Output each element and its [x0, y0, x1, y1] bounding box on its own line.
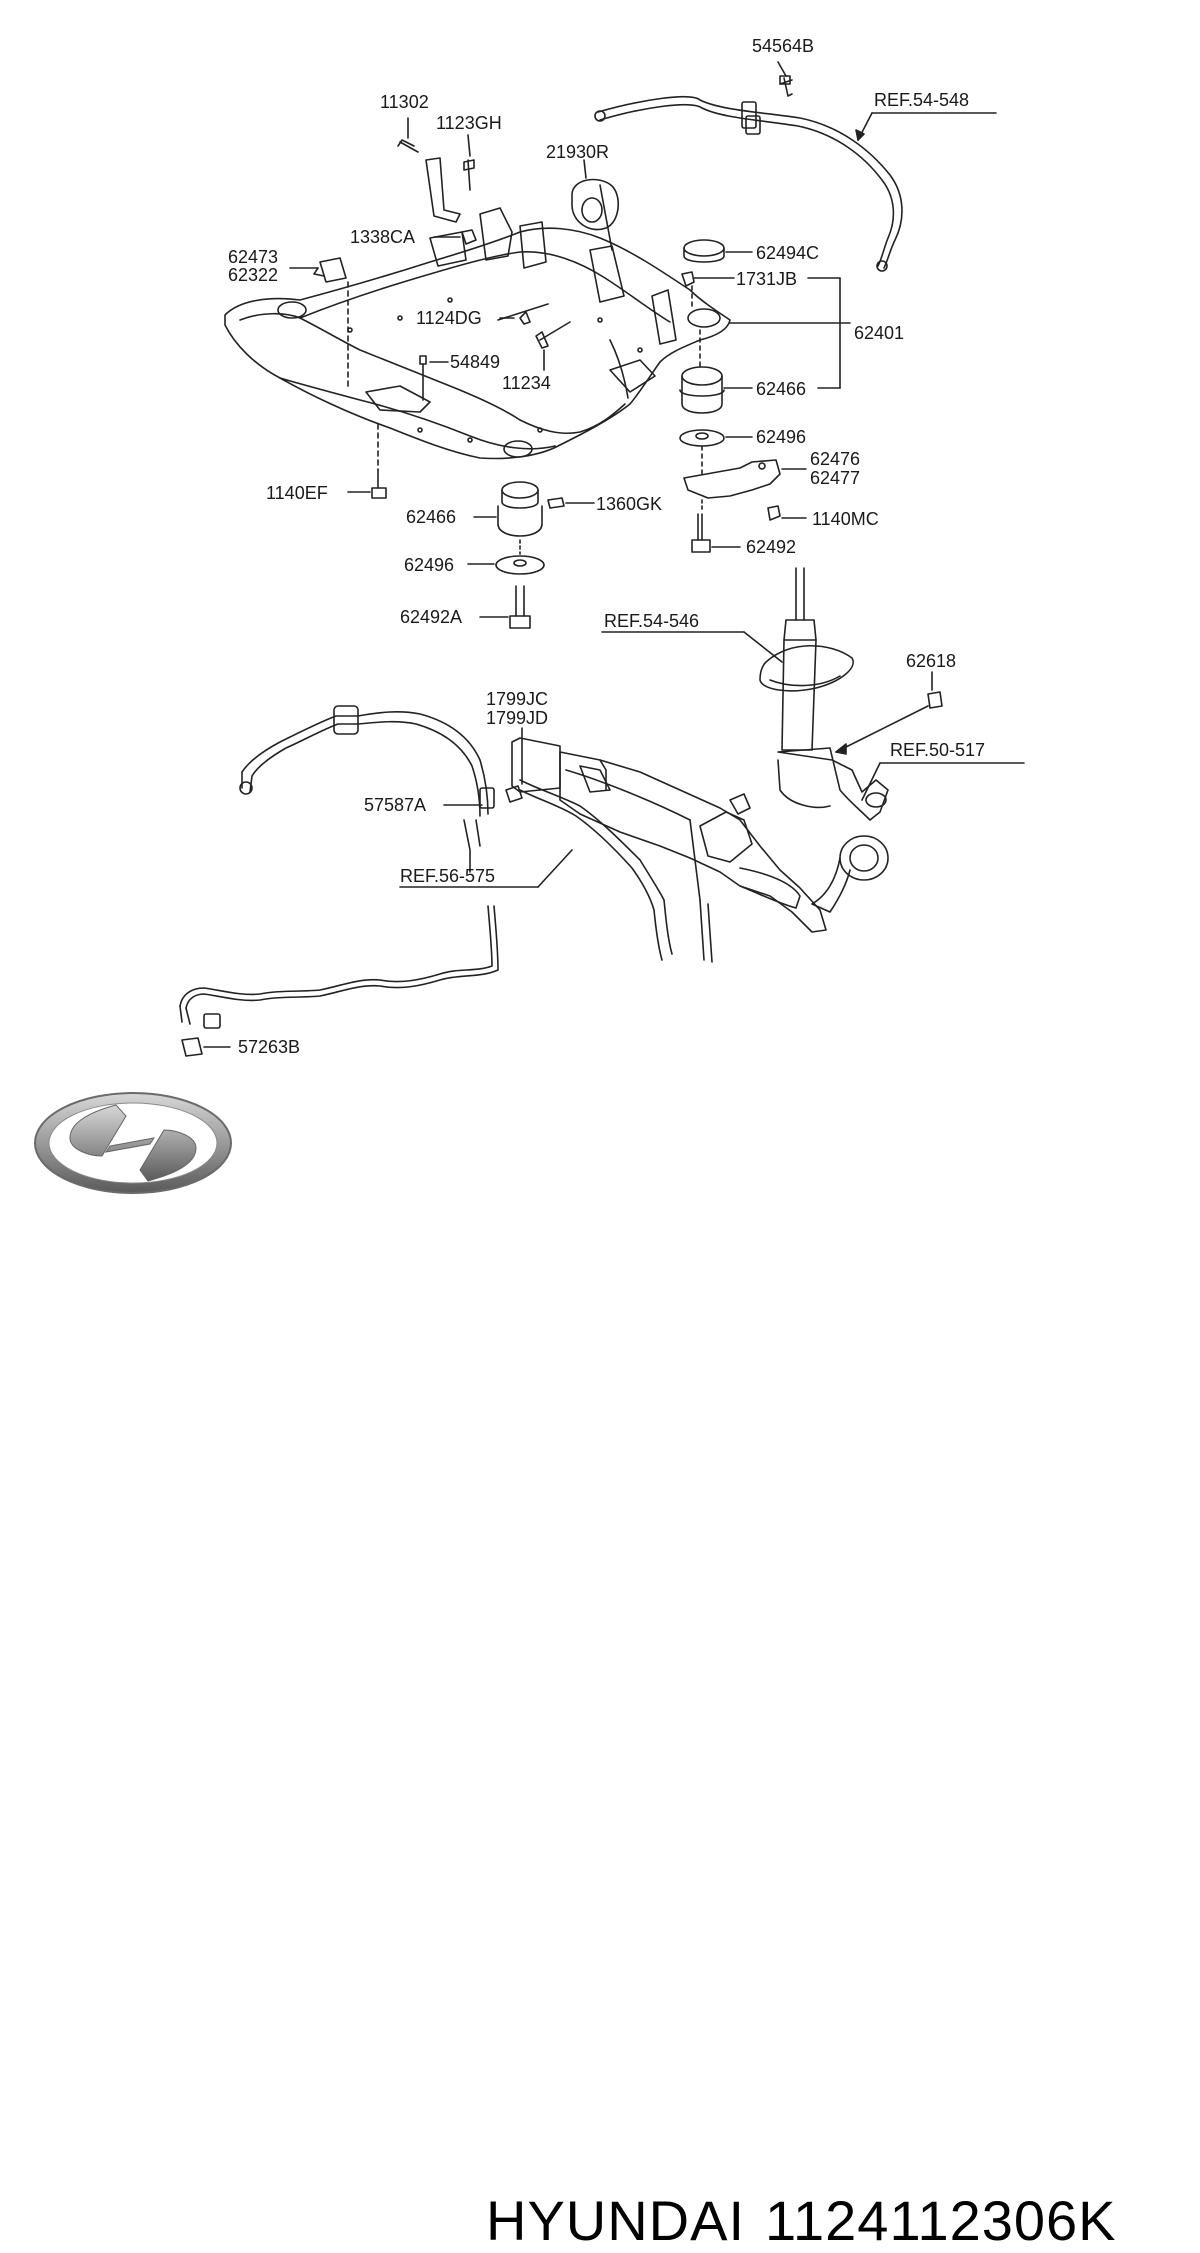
bolt-54564B [779, 75, 793, 97]
washer-62496-lower [495, 555, 545, 575]
label-54849: 54849 [450, 352, 500, 372]
label-62496-upper: 62496 [756, 427, 806, 447]
footer: HYUNDAI 1124112306K [0, 1080, 1200, 2252]
nut-1360GK [547, 497, 565, 509]
bolt-1124DG [497, 303, 549, 325]
washer-62496-upper [679, 429, 725, 447]
label-57587A: 57587A [364, 795, 426, 815]
bolt-1140MC [767, 505, 781, 521]
brand-name: HYUNDAI [486, 2189, 746, 2252]
label-1124DG: 1124DG [416, 308, 482, 328]
hydraulic-lines [519, 779, 713, 963]
diagram-svg: 54564B REF.54-548 11302 1123GH 21930R 13… [179, 36, 1025, 1057]
bushing-62466-upper [679, 366, 725, 414]
label-11302: 11302 [380, 92, 429, 112]
label-ref-54-546: REF.54-546 [604, 611, 699, 631]
bolt-62492A [509, 585, 531, 629]
label-1799JD: 1799JD [486, 708, 548, 728]
bushing-21930R [571, 178, 619, 251]
label-54564B: 54564B [752, 36, 814, 56]
label-1731JB: 1731JB [736, 269, 797, 289]
label-62492: 62492 [746, 537, 796, 557]
bolt-62492 [691, 513, 711, 553]
nut-62618 [927, 691, 943, 709]
bolt-11234 [535, 321, 571, 349]
part-number: 1124112306K [765, 2189, 1117, 2252]
label-62401: 62401 [854, 323, 904, 343]
label-62473: 62473 [228, 247, 278, 267]
pressure-hose [239, 705, 495, 873]
part-labels: 54564B REF.54-548 11302 1123GH 21930R 13… [228, 36, 985, 1057]
bolt-1731JB [681, 271, 695, 287]
label-11234: 11234 [502, 373, 551, 393]
bushing-62466-lower [497, 481, 543, 537]
label-21930R: 21930R [546, 142, 609, 162]
label-62466-lower: 62466 [406, 507, 456, 527]
nut-1338CA [461, 229, 477, 245]
label-62618: 62618 [906, 651, 956, 671]
knuckle [777, 747, 889, 913]
label-1140EF: 1140EF [266, 483, 328, 503]
label-62496-lower: 62496 [404, 555, 454, 575]
stopper-62473 [313, 257, 347, 283]
bolt-1140EF [371, 423, 387, 499]
subframe [224, 207, 731, 460]
clamp-57263B [181, 1037, 203, 1057]
bracket-11302 [397, 139, 475, 223]
part-title: HYUNDAI 1124112306K [486, 2188, 1137, 2253]
label-62466-upper: 62466 [756, 379, 806, 399]
clip-1799JC [505, 785, 523, 803]
label-62494C: 62494C [756, 243, 819, 263]
label-ref-54-548: REF.54-548 [874, 90, 969, 110]
label-62477: 62477 [810, 468, 860, 488]
strut-assembly [759, 567, 854, 751]
label-1140MC: 1140MC [812, 509, 879, 529]
stabilizer-bar [594, 95, 903, 272]
label-1123GH: 1123GH [436, 113, 502, 133]
steering-rack [511, 737, 827, 933]
bracket-62476 [683, 459, 781, 499]
bolt-54849 [419, 355, 427, 401]
label-ref-50-517: REF.50-517 [890, 740, 985, 760]
label-62322: 62322 [228, 265, 278, 285]
label-57263B: 57263B [238, 1037, 300, 1057]
label-ref-56-575: REF.56-575 [400, 866, 495, 886]
return-line [179, 905, 499, 1029]
label-1360GK: 1360GK [596, 494, 662, 514]
label-62492A: 62492A [400, 607, 462, 627]
mount-62494C [683, 239, 725, 263]
label-1799JC: 1799JC [486, 689, 548, 709]
label-62476: 62476 [810, 449, 860, 469]
parts-diagram: 54564B REF.54-548 11302 1123GH 21930R 13… [179, 36, 1025, 1057]
label-1338CA: 1338CA [350, 227, 415, 247]
hyundai-logo-icon [34, 1092, 232, 1194]
